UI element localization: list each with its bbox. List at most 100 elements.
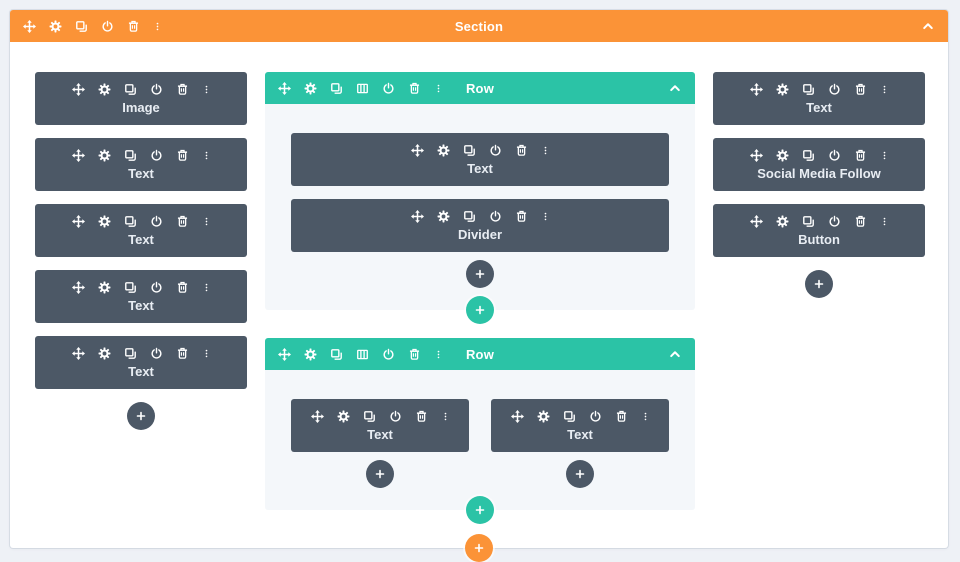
section-header[interactable]: Section — [10, 10, 948, 42]
column-structure-icon[interactable] — [356, 82, 369, 95]
settings-icon[interactable] — [337, 410, 350, 423]
delete-icon[interactable] — [408, 82, 421, 95]
move-icon[interactable] — [750, 215, 763, 228]
options-icon[interactable] — [202, 347, 211, 360]
duplicate-icon[interactable] — [124, 281, 137, 294]
disable-icon[interactable] — [150, 281, 163, 294]
move-icon[interactable] — [72, 215, 85, 228]
row-header[interactable]: Row — [265, 338, 695, 370]
delete-icon[interactable] — [127, 20, 140, 33]
chevron-up-icon[interactable] — [668, 81, 682, 95]
options-icon[interactable] — [434, 82, 443, 95]
disable-icon[interactable] — [828, 83, 841, 96]
settings-icon[interactable] — [304, 348, 317, 361]
delete-icon[interactable] — [615, 410, 628, 423]
delete-icon[interactable] — [176, 215, 189, 228]
settings-icon[interactable] — [98, 215, 111, 228]
move-icon[interactable] — [23, 20, 36, 33]
move-icon[interactable] — [411, 210, 424, 223]
duplicate-icon[interactable] — [463, 144, 476, 157]
settings-icon[interactable] — [776, 215, 789, 228]
row-header[interactable]: Row — [265, 72, 695, 104]
move-icon[interactable] — [72, 281, 85, 294]
module-text[interactable]: Text — [35, 270, 247, 323]
options-icon[interactable] — [434, 348, 443, 361]
options-icon[interactable] — [153, 20, 162, 33]
chevron-up-icon[interactable] — [921, 19, 935, 33]
delete-icon[interactable] — [176, 347, 189, 360]
module-button[interactable]: Button — [713, 204, 925, 257]
settings-icon[interactable] — [437, 144, 450, 157]
disable-icon[interactable] — [382, 348, 395, 361]
module-text[interactable]: Text — [713, 72, 925, 125]
duplicate-icon[interactable] — [802, 215, 815, 228]
add-module-button[interactable] — [466, 260, 494, 288]
duplicate-icon[interactable] — [124, 149, 137, 162]
move-icon[interactable] — [72, 347, 85, 360]
options-icon[interactable] — [202, 215, 211, 228]
move-icon[interactable] — [411, 144, 424, 157]
move-icon[interactable] — [511, 410, 524, 423]
options-icon[interactable] — [202, 149, 211, 162]
options-icon[interactable] — [880, 149, 889, 162]
delete-icon[interactable] — [408, 348, 421, 361]
disable-icon[interactable] — [101, 20, 114, 33]
disable-icon[interactable] — [489, 210, 502, 223]
settings-icon[interactable] — [49, 20, 62, 33]
module-text[interactable]: Text — [491, 399, 669, 452]
module-divider[interactable]: Divider — [291, 199, 669, 252]
disable-icon[interactable] — [150, 149, 163, 162]
module-text[interactable]: Text — [35, 138, 247, 191]
settings-icon[interactable] — [98, 149, 111, 162]
add-module-button[interactable] — [366, 460, 394, 488]
delete-icon[interactable] — [854, 83, 867, 96]
delete-icon[interactable] — [854, 149, 867, 162]
options-icon[interactable] — [541, 144, 550, 157]
add-module-button[interactable] — [566, 460, 594, 488]
duplicate-icon[interactable] — [363, 410, 376, 423]
disable-icon[interactable] — [150, 347, 163, 360]
delete-icon[interactable] — [515, 144, 528, 157]
disable-icon[interactable] — [828, 215, 841, 228]
move-icon[interactable] — [311, 410, 324, 423]
add-row-button[interactable] — [466, 296, 494, 324]
move-icon[interactable] — [278, 348, 291, 361]
move-icon[interactable] — [278, 82, 291, 95]
disable-icon[interactable] — [589, 410, 602, 423]
duplicate-icon[interactable] — [330, 348, 343, 361]
duplicate-icon[interactable] — [75, 20, 88, 33]
delete-icon[interactable] — [515, 210, 528, 223]
add-row-button[interactable] — [466, 496, 494, 524]
module-social-media-follow[interactable]: Social Media Follow — [713, 138, 925, 191]
duplicate-icon[interactable] — [330, 82, 343, 95]
options-icon[interactable] — [202, 83, 211, 96]
delete-icon[interactable] — [176, 83, 189, 96]
move-icon[interactable] — [750, 149, 763, 162]
add-section-button[interactable] — [465, 534, 493, 562]
settings-icon[interactable] — [98, 281, 111, 294]
move-icon[interactable] — [72, 83, 85, 96]
duplicate-icon[interactable] — [124, 347, 137, 360]
add-module-button[interactable] — [127, 402, 155, 430]
module-text[interactable]: Text — [291, 399, 469, 452]
duplicate-icon[interactable] — [463, 210, 476, 223]
options-icon[interactable] — [202, 281, 211, 294]
chevron-up-icon[interactable] — [668, 347, 682, 361]
add-module-button[interactable] — [805, 270, 833, 298]
disable-icon[interactable] — [489, 144, 502, 157]
options-icon[interactable] — [541, 210, 550, 223]
module-text[interactable]: Text — [291, 133, 669, 186]
settings-icon[interactable] — [98, 347, 111, 360]
module-text[interactable]: Text — [35, 204, 247, 257]
disable-icon[interactable] — [382, 82, 395, 95]
duplicate-icon[interactable] — [124, 215, 137, 228]
module-text[interactable]: Text — [35, 336, 247, 389]
move-icon[interactable] — [750, 83, 763, 96]
duplicate-icon[interactable] — [802, 83, 815, 96]
options-icon[interactable] — [880, 83, 889, 96]
column-structure-icon[interactable] — [356, 348, 369, 361]
settings-icon[interactable] — [537, 410, 550, 423]
move-icon[interactable] — [72, 149, 85, 162]
delete-icon[interactable] — [854, 215, 867, 228]
options-icon[interactable] — [441, 410, 450, 423]
